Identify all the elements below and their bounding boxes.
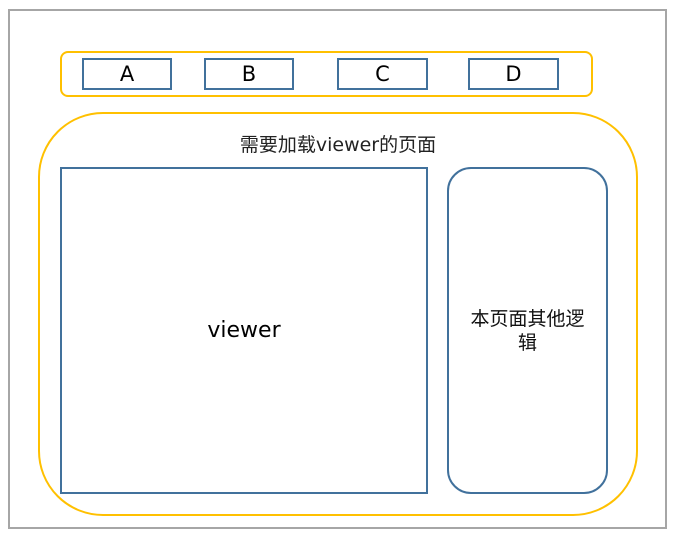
viewer-box: viewer — [60, 167, 428, 494]
other-logic-label: 本页面其他逻辑 — [470, 307, 585, 354]
page-container — [38, 112, 638, 516]
tab-b-label: B — [241, 62, 257, 86]
tab-a[interactable]: A — [82, 58, 172, 90]
tab-a-label: A — [119, 62, 135, 86]
tab-c[interactable]: C — [337, 58, 428, 90]
tab-bar-container — [60, 51, 593, 97]
tab-c-label: C — [375, 62, 390, 86]
page-title: 需要加载viewer的页面 — [239, 134, 437, 156]
viewer-label: viewer — [207, 318, 281, 343]
tab-d-label: D — [505, 62, 522, 86]
tab-d[interactable]: D — [468, 58, 559, 90]
tab-b[interactable]: B — [204, 58, 294, 90]
other-logic-box: 本页面其他逻辑 — [447, 167, 608, 494]
